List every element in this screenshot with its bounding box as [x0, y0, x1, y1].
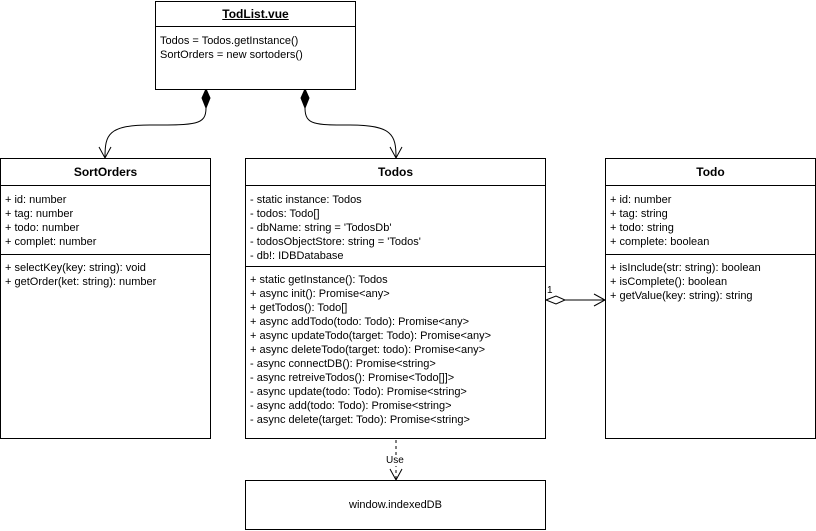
method-line: - async connectDB(): Promise<string>	[250, 358, 436, 370]
class-attributes-todo: + id: number + tag: string + todo: strin…	[606, 186, 815, 255]
composition-diamond-todos	[300, 87, 310, 110]
node-indexeddb[interactable]: window.indexedDB	[245, 480, 546, 530]
attribute-line: + tag: number	[5, 208, 74, 220]
class-title-todo: Todo	[606, 159, 815, 186]
class-attributes-sortorders: + id: number + tag: number + todo: numbe…	[1, 186, 210, 255]
class-attributes-todlist: Todos = Todos.getInstance() SortOrders =…	[156, 27, 355, 65]
method-line: + getValue(key: string): string	[610, 290, 753, 302]
method-line: + isComplete(): boolean	[610, 276, 728, 288]
method-line: + selectKey(key: string): void	[5, 262, 146, 274]
composition-diamond-sortorders	[201, 87, 211, 110]
aggregation-diamond-todo	[544, 295, 567, 305]
composition-edge-todos	[304, 107, 397, 158]
class-title-sortorders: SortOrders	[1, 159, 210, 186]
method-line: + isInclude(str: string): boolean	[610, 262, 761, 274]
class-todlist[interactable]: TodList.vue Todos = Todos.getInstance() …	[155, 1, 356, 90]
method-line: + async updateTodo(target: Todo): Promis…	[250, 330, 492, 342]
attribute-line: SortOrders = new sortoders()	[160, 49, 303, 61]
attribute-line: - static instance: Todos	[250, 194, 362, 206]
method-line: + static getInstance(): Todos	[250, 274, 388, 286]
class-todos[interactable]: Todos - static instance: Todos - todos: …	[245, 158, 546, 439]
method-line: - async retreiveTodos(): Promise<Todo[]]…	[250, 372, 455, 384]
method-line: + async addTodo(todo: Todo): Promise<any…	[250, 316, 470, 328]
attribute-line: + todo: string	[610, 222, 674, 234]
method-line: - async add(todo: Todo): Promise<string>	[250, 400, 452, 412]
attribute-line: + complet: number	[5, 236, 97, 248]
method-line: + getOrder(ket: string): number	[5, 276, 157, 288]
class-methods-sortorders: + selectKey(key: string): void + getOrde…	[1, 255, 210, 292]
class-title-todlist: TodList.vue	[156, 2, 355, 27]
class-attributes-todos: - static instance: Todos - todos: Todo[]…	[246, 186, 545, 267]
attribute-line: + complete: boolean	[610, 236, 710, 248]
method-line: + async init(): Promise<any>	[250, 288, 390, 300]
attribute-line: - todos: Todo[]	[250, 208, 320, 220]
attribute-line: - todosObjectStore: string = 'Todos'	[250, 236, 421, 248]
method-line: + getTodos(): Todo[]	[250, 302, 348, 314]
node-label-indexeddb: window.indexedDB	[349, 499, 442, 511]
method-line: - async delete(target: Todo): Promise<st…	[250, 414, 470, 426]
attribute-line: + id: number	[610, 194, 672, 206]
class-todo[interactable]: Todo + id: number + tag: string + todo: …	[605, 158, 816, 439]
multiplicity-label-todo: 1	[547, 285, 553, 296]
use-label: Use	[385, 455, 405, 466]
class-sortorders[interactable]: SortOrders + id: number + tag: number + …	[0, 158, 211, 439]
attribute-line: + todo: number	[5, 222, 80, 234]
attribute-line: - db!: IDBDatabase	[250, 250, 344, 262]
attribute-line: - dbName: string = 'TodosDb'	[250, 222, 392, 234]
attribute-line: + tag: string	[610, 208, 668, 220]
composition-edge-sortorders	[104, 107, 207, 158]
class-title-todos: Todos	[246, 159, 545, 186]
method-line: - async update(todo: Todo): Promise<stri…	[250, 386, 467, 398]
method-line: + async deleteTodo(target: todo): Promis…	[250, 344, 486, 356]
class-methods-todos: + static getInstance(): Todos + async in…	[246, 267, 545, 430]
attribute-line: + id: number	[5, 194, 67, 206]
class-methods-todo: + isInclude(str: string): boolean + isCo…	[606, 255, 815, 306]
attribute-line: Todos = Todos.getInstance()	[160, 35, 299, 47]
